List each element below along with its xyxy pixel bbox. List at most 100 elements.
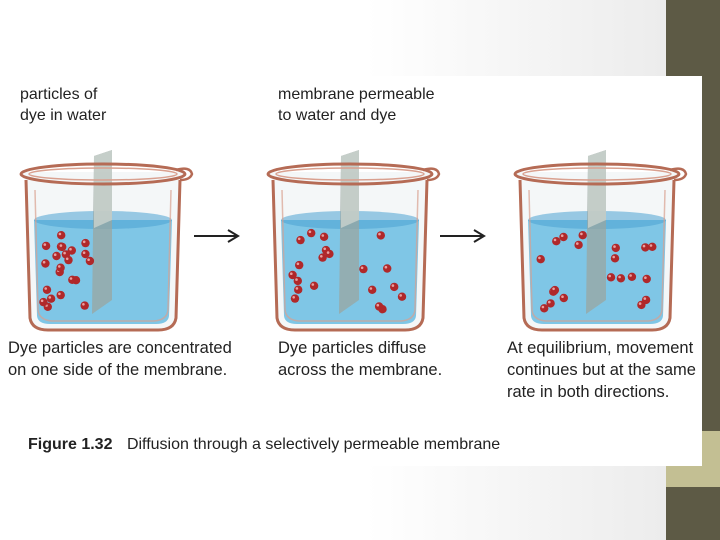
particle-highlight — [552, 287, 555, 291]
particle-highlight — [384, 265, 388, 269]
particle-highlight — [643, 297, 647, 300]
dye-particle — [290, 294, 300, 303]
glass-inner-outline — [281, 189, 419, 322]
dye-particle — [550, 285, 560, 295]
label-concentrated: Dye particles are concentrated on one si… — [8, 337, 232, 381]
dye-particle — [56, 263, 65, 272]
particle-highlight — [292, 296, 295, 299]
dye-particle — [294, 285, 303, 294]
particle-highlight — [44, 287, 47, 290]
particle-highlight — [58, 265, 61, 268]
dye-particle — [574, 240, 583, 250]
dye-particle — [46, 294, 56, 303]
membrane-top — [588, 150, 606, 228]
particle-highlight — [87, 258, 90, 261]
dye-particle — [559, 232, 568, 242]
beaker-spout — [175, 167, 194, 182]
membrane-top — [94, 150, 112, 228]
glass-inner-outline — [528, 189, 666, 322]
right-arrow-icon — [194, 229, 240, 243]
particle-highlight — [323, 247, 326, 251]
label-line: particles of — [20, 86, 98, 103]
dye-particle — [627, 272, 637, 281]
frame-bar-dark — [666, 487, 720, 540]
particle-highlight — [63, 251, 66, 255]
dye-particle — [309, 281, 319, 290]
dye-particle — [42, 285, 52, 294]
particle-highlight — [295, 287, 299, 290]
beaker-concentrated — [19, 150, 194, 332]
dye-particle — [359, 264, 368, 274]
dye-particle — [606, 273, 616, 282]
particle-highlight — [649, 244, 653, 247]
dye-particle — [80, 301, 89, 310]
dye-particle — [85, 256, 95, 266]
dye-particle — [296, 235, 305, 245]
figure-number: Figure 1.32 — [28, 436, 113, 453]
particle-highlight — [613, 245, 616, 248]
beaker-diffusing — [266, 150, 441, 332]
particle-highlight — [321, 234, 325, 237]
particle-highlight — [541, 305, 545, 309]
label-line: Dye particles diffuse — [278, 339, 427, 357]
glass-inner-outline — [34, 189, 172, 322]
label-line: At equilibrium, movement — [507, 339, 694, 357]
particle-highlight — [58, 292, 61, 296]
label-equilibrium: At equilibrium, movement continues but a… — [507, 337, 696, 403]
particle-highlight — [608, 274, 611, 278]
label-line: across the membrane. — [278, 361, 443, 379]
particle-highlight — [42, 260, 46, 264]
particle-highlight — [644, 276, 647, 279]
particle-highlight — [297, 237, 301, 241]
dye-particle — [288, 270, 297, 280]
particle-highlight — [369, 287, 373, 290]
dye-particle — [559, 293, 568, 303]
particle-highlight — [561, 295, 564, 298]
dye-particle — [397, 292, 407, 301]
particle-highlight — [59, 244, 63, 247]
particle-highlight — [576, 242, 579, 245]
particle-highlight — [82, 240, 86, 244]
dye-particle — [319, 232, 329, 241]
frame-bar-dark — [702, 76, 720, 431]
beaker-rim-inner — [28, 167, 178, 181]
particle-highlight — [548, 300, 551, 304]
particle-highlight — [612, 255, 615, 259]
beaker-rim — [266, 162, 434, 186]
right-arrow-icon — [440, 229, 486, 243]
label-line: rate in both directions. — [507, 383, 670, 401]
glass-outline — [24, 179, 182, 332]
particle-highlight — [320, 255, 323, 258]
particle-highlight — [53, 253, 57, 256]
particle-highlight — [638, 302, 642, 305]
particle-highlight — [82, 251, 86, 254]
beaker-rim-inner — [522, 167, 672, 181]
label-line: dye in water — [20, 107, 107, 124]
label-particles: particles of dye in water — [20, 84, 106, 126]
particle-highlight — [538, 256, 541, 260]
membrane-top — [341, 150, 359, 228]
particle-highlight — [391, 284, 395, 287]
dye-particle — [41, 241, 51, 251]
caption-text: Diffusion through a selectively permeabl… — [126, 436, 501, 453]
dye-particle — [611, 243, 620, 253]
particle-highlight — [69, 277, 73, 280]
dye-particle — [641, 295, 651, 305]
frame-bar-dark — [666, 0, 720, 76]
dye-particle — [552, 237, 561, 246]
particle-highlight — [399, 294, 402, 297]
dye-particle — [390, 282, 399, 292]
dye-particle — [648, 242, 657, 251]
beaker-rim-inner — [275, 167, 425, 181]
dye-particle — [374, 302, 384, 311]
figure-caption: Figure 1.32 Diffusion through a selectiv… — [28, 436, 500, 454]
particle-highlight — [360, 266, 364, 270]
dye-particle — [39, 297, 48, 307]
dye-particle — [546, 299, 555, 308]
dye-particle — [376, 231, 385, 240]
particle-highlight — [308, 230, 312, 234]
particle-highlight — [553, 238, 557, 242]
dye-particle — [307, 228, 316, 238]
particle-highlight — [82, 303, 85, 306]
dye-particle — [58, 242, 67, 252]
